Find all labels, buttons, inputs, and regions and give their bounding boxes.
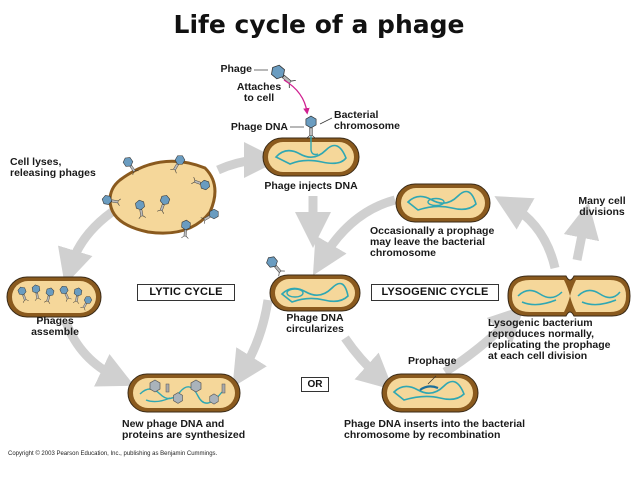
or-badge: OR	[301, 377, 329, 392]
label-phage-injects-dna: Phage injects DNA	[264, 180, 358, 192]
cell-injection	[262, 115, 360, 177]
label-phage: Phage	[220, 63, 252, 75]
lytic-cycle-badge: LYTIC CYCLE	[137, 284, 235, 301]
label-many-cell-divisions: Many cell divisions	[578, 195, 626, 218]
cell-assembly	[6, 276, 102, 318]
cycle-arrows	[58, 142, 600, 391]
page-title: Life cycle of a phage	[173, 10, 465, 39]
lysing-cell	[101, 153, 221, 239]
cell-excision	[395, 183, 491, 223]
label-attaches-to-cell: Attaches to cell	[236, 81, 282, 104]
label-phages-assemble: Phages assemble	[31, 315, 79, 338]
cell-circularizes	[264, 254, 361, 312]
label-phage-dna-inserts: Phage DNA inserts into the bacterial chr…	[344, 418, 526, 441]
label-lysogenic-bacterium: Lysogenic bacterium reproduces normally,…	[488, 317, 611, 362]
label-phage-dna: Phage DNA	[230, 121, 288, 133]
label-prophage: Prophage	[408, 355, 457, 367]
lysogenic-cycle-badge: LYSOGENIC CYCLE	[371, 284, 499, 301]
label-new-phage-dna: New phage DNA and proteins are synthesiz…	[122, 418, 246, 441]
cell-dividing	[507, 275, 631, 317]
label-cell-lyses: Cell lyses, releasing phages	[10, 156, 96, 179]
label-prophage-may-leave: Occasionally a prophage may leave the ba…	[370, 225, 495, 259]
label-bacterial-chromosome: Bacterial chromosome	[334, 109, 400, 132]
cell-insertion	[381, 373, 479, 413]
cell-synthesis	[127, 373, 241, 413]
label-phage-dna-circularizes: Phage DNA circularizes	[286, 312, 344, 335]
copyright-notice: Copyright © 2003 Pearson Education, Inc.…	[8, 451, 218, 457]
